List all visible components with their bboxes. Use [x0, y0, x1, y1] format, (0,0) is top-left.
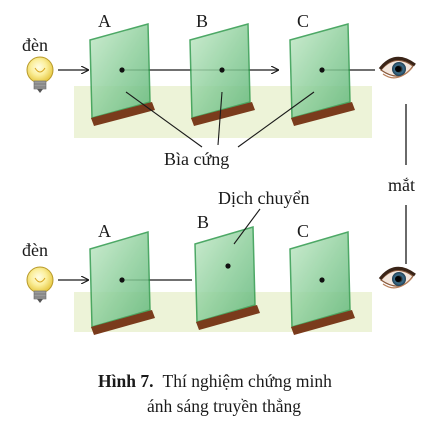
caption-bold: Hình 7.: [98, 371, 153, 391]
card-a-bottom: [89, 231, 155, 335]
lamp-top: đèn: [22, 35, 54, 93]
eye-label: mắt: [388, 175, 415, 195]
card-label-b-top: B: [196, 11, 208, 31]
lamp-label-bottom: đèn: [22, 240, 48, 260]
card-c-top: [289, 23, 355, 126]
svg-text:Hình 7. Thí nghiệm chứng: Hình 7. Thí nghiệm chứng minh: [98, 371, 332, 391]
caption-line1: Thí nghiệm chứng minh: [163, 371, 333, 391]
eye-label-group: mắt: [388, 104, 415, 264]
caption-line2: ánh sáng truyền thẳng: [147, 396, 301, 416]
card-c-bottom: [289, 231, 355, 335]
top-setup: đèn: [22, 11, 416, 169]
bulb-icon: [26, 266, 54, 303]
bottom-setup: đèn: [22, 188, 416, 335]
cards-label: Bìa cứng: [164, 149, 229, 169]
move-label: Dịch chuyển: [218, 188, 309, 208]
cards-callout-lines: [125, 91, 315, 148]
card-b-bottom: [194, 226, 260, 330]
move-callout-line: [233, 208, 261, 245]
card-label-a-bottom: A: [98, 221, 111, 241]
figure-caption: Hình 7. Thí nghiệm chứng minh ánh sáng t…: [98, 371, 332, 416]
bulb-icon: [26, 56, 54, 93]
eye-icon: [378, 267, 416, 289]
lamp-label-top: đèn: [22, 35, 48, 55]
card-label-c-bottom: C: [297, 221, 309, 241]
eye-icon: [378, 57, 416, 79]
card-label-b-bottom: B: [197, 212, 209, 232]
card-label-c-top: C: [297, 11, 309, 31]
card-b-top: [189, 23, 255, 126]
lamp-bottom: đèn: [22, 240, 54, 303]
card-label-a-top: A: [98, 11, 111, 31]
card-a-top: [89, 23, 155, 126]
